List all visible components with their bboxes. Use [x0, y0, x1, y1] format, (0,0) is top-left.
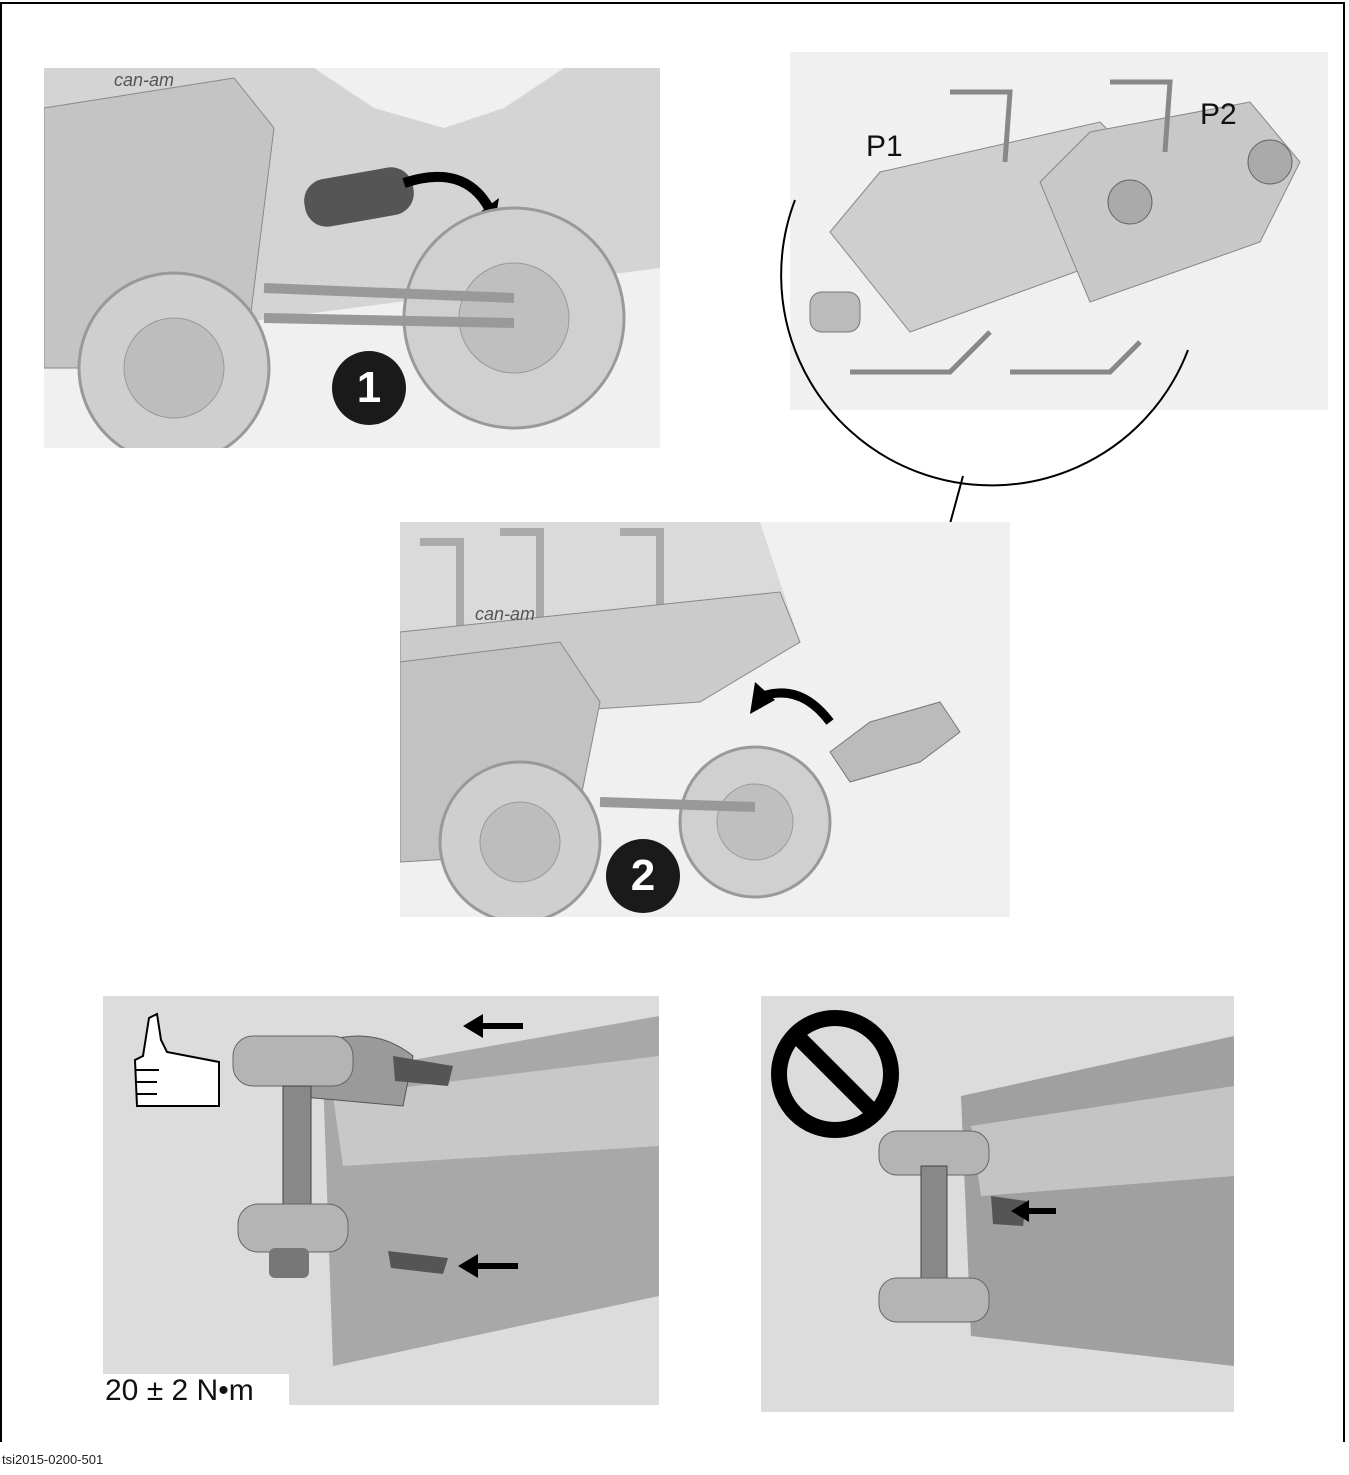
figure-code: tsi2015-0200-501: [2, 1452, 103, 1467]
brand-logo-2: can-am: [475, 604, 535, 624]
incorrect-clamp-photo: [761, 996, 1234, 1412]
step-2-badge: 2: [606, 839, 680, 913]
torque-label: 20 ± 2 N•m: [103, 1374, 289, 1408]
thumbs-up-icon: [119, 1010, 223, 1110]
step-2-illustration: can-am 2: [400, 522, 1010, 917]
prohibited-icon: [769, 1008, 901, 1140]
correct-clamp-photo: [103, 996, 659, 1405]
